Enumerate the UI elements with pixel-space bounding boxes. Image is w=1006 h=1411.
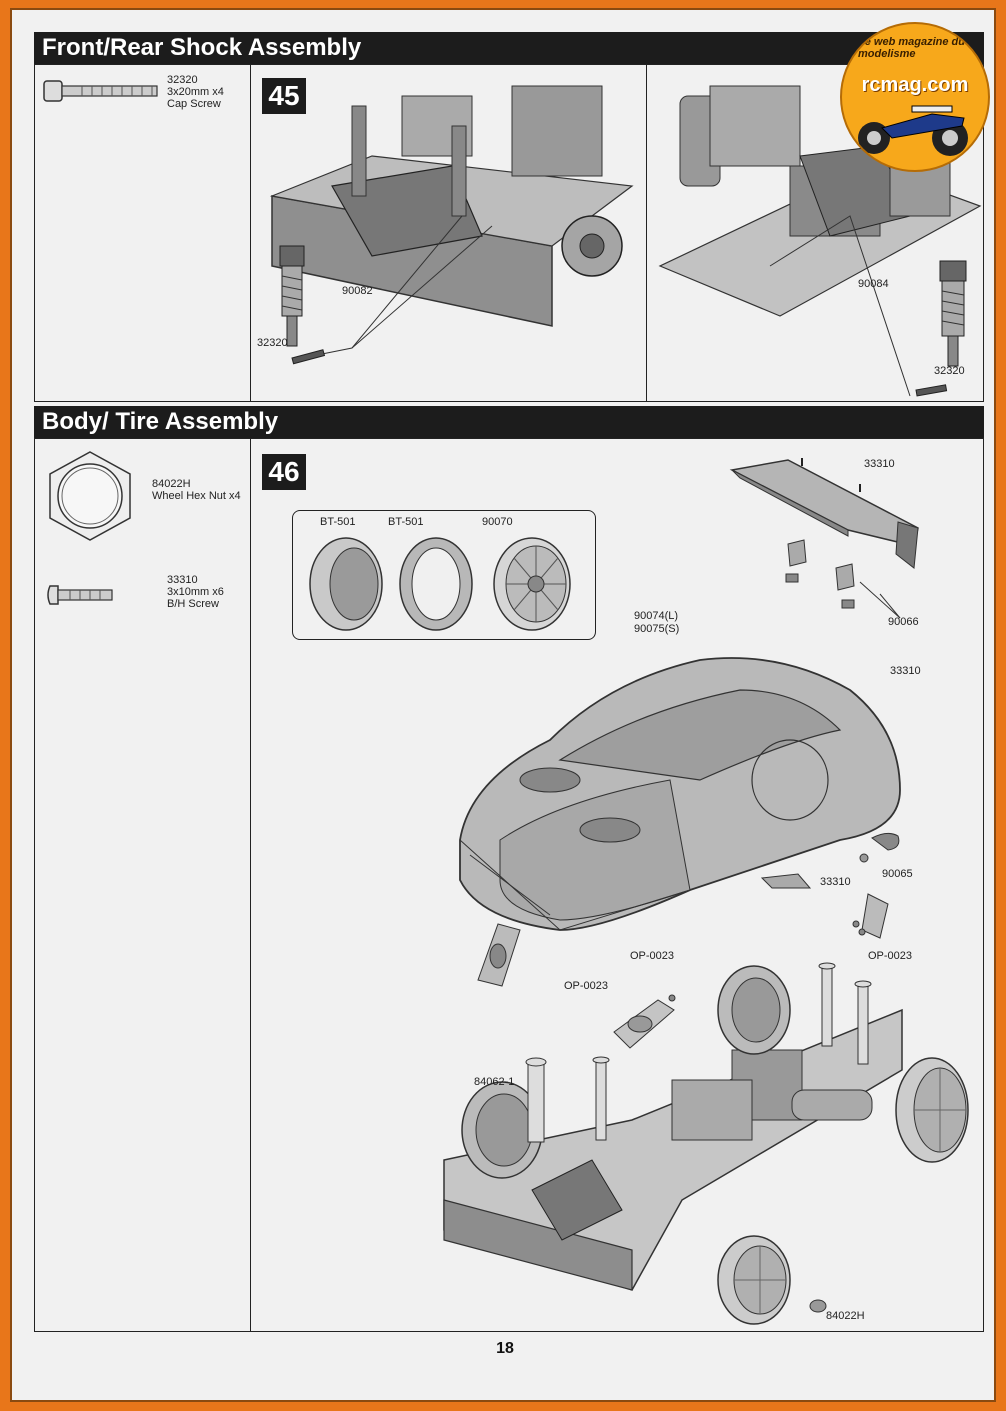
cap-screw-icon [43, 80, 158, 102]
callout-90074: 90074(L) [634, 610, 679, 622]
part-code: 32320 [167, 74, 198, 86]
step-number-46: 46 [262, 454, 306, 490]
section-title-shock: Front/Rear Shock Assembly [42, 34, 362, 61]
section-title-body: Body/ Tire Assembly [42, 408, 279, 435]
tire-wheel-box [292, 510, 596, 640]
callout-90075: 90075(S) [634, 623, 680, 635]
part-desc: B/H Screw [167, 598, 219, 610]
bh-screw-icon [47, 585, 113, 605]
wing-mount-drawing [785, 539, 855, 609]
part-code: 33310 [167, 574, 198, 586]
step-number-45: 45 [262, 78, 306, 114]
hex-nut-icon [49, 451, 131, 541]
callout-op0023: OP-0023 [868, 950, 913, 962]
callout-33310: 33310 [890, 665, 921, 677]
logo-tagline: Le web magazine du modelisme [858, 36, 965, 60]
wheel-icon [895, 1057, 969, 1163]
divider [646, 64, 647, 402]
part-desc: 3x10mm x6 [167, 586, 224, 598]
section-header-shock: Front/Rear Shock Assembly [34, 32, 984, 64]
wheel-icon [717, 1235, 791, 1325]
front-chassis-drawing [269, 85, 634, 365]
callout-84062-1: 84062-1 [474, 1076, 515, 1088]
wheel-icon [461, 1081, 543, 1179]
tire-wheel-drawing [309, 537, 571, 631]
wheel-icon [493, 537, 571, 631]
callout-90066: 90066 [888, 616, 919, 628]
body-clip-drawing [613, 994, 676, 1049]
chassis-assembly-drawing [443, 962, 969, 1325]
step-45-frame [34, 64, 984, 402]
part-code: 84022H [152, 478, 191, 490]
part-desc: Cap Screw [167, 98, 221, 110]
leader-line [859, 581, 901, 619]
callout-32320: 32320 [257, 337, 288, 349]
callout-90084: 90084 [858, 278, 889, 290]
body-clip-drawing [477, 923, 521, 987]
divider [250, 64, 251, 402]
step-46-frame [34, 438, 984, 1332]
callout-op0023: OP-0023 [564, 980, 609, 992]
callout-90070: 90070 [482, 516, 513, 528]
callout-op0023: OP-0023 [630, 950, 675, 962]
part-32320: 32320 3x20mm x4 Cap Screw [167, 74, 224, 110]
rear-wing-drawing [729, 458, 919, 569]
buggy-icon [858, 105, 968, 156]
car-body-drawing [459, 657, 901, 931]
page-number: 18 [496, 1340, 514, 1357]
divider [250, 438, 251, 1332]
body-clip-drawing [852, 893, 889, 939]
callout-90065: 90065 [882, 868, 913, 880]
callout-90082: 90082 [342, 285, 373, 297]
callout-32320: 32320 [934, 365, 965, 377]
part-desc: 3x20mm x4 [167, 86, 224, 98]
tire-icon [399, 537, 473, 631]
rcmag-logo: Le web magazine du modelisme rcmag.com [840, 22, 990, 172]
section-header-body: Body/ Tire Assembly [34, 406, 984, 438]
wheel-icon [717, 965, 791, 1055]
mirror-drawing [760, 832, 900, 889]
callout-33310: 33310 [864, 458, 895, 470]
part-33310: 33310 3x10mm x6 B/H Screw [167, 574, 224, 610]
callout-bt501: BT-501 [388, 516, 424, 528]
callout-bt501: BT-501 [320, 516, 356, 528]
part-84022H: 84022H Wheel Hex Nut x4 [152, 478, 241, 502]
part-desc: Wheel Hex Nut x4 [152, 490, 241, 502]
callout-84022H: 84022H [826, 1310, 865, 1322]
tire-icon [309, 537, 383, 631]
callout-33310: 33310 [820, 876, 851, 888]
logo-title: rcmag.com [861, 74, 969, 96]
manual-page: Front/Rear Shock Assembly 32320 3x20mm x… [10, 8, 996, 1402]
